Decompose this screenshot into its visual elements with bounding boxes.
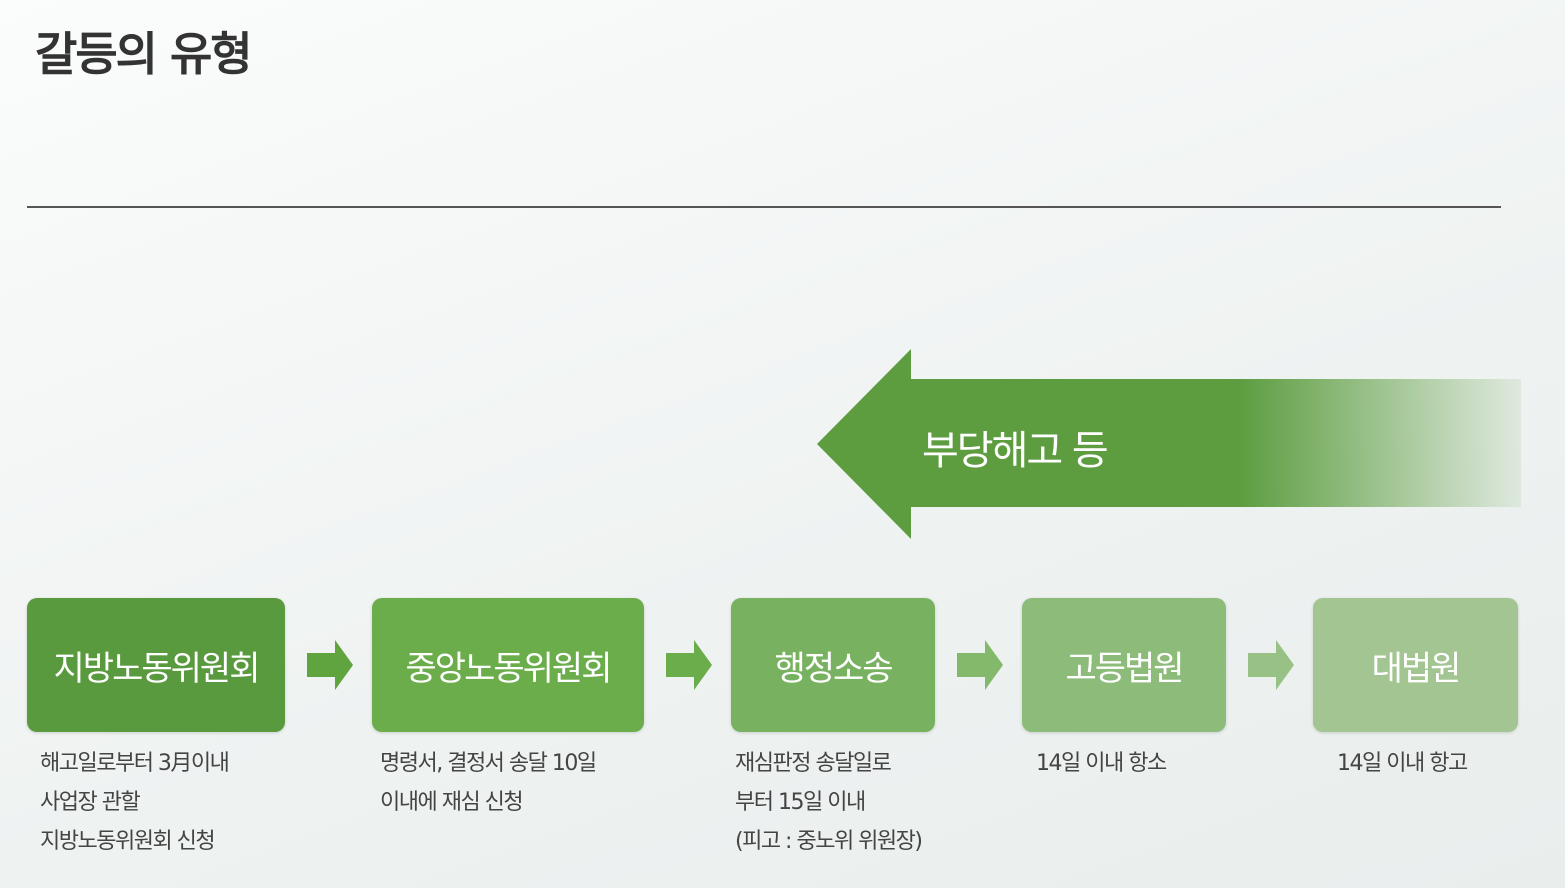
page-title: 갈등의 유형 (35, 27, 253, 81)
desc-line: 이내에 재심 신청 (380, 790, 524, 815)
desc-line: 재심판정 송달일로 (735, 751, 892, 776)
step-administrative-litigation: 행정소송 (731, 598, 935, 732)
step-high-court: 고등법원 (1022, 598, 1226, 732)
desc-line: 사업장 관할 (40, 790, 141, 815)
right-arrow-icon (957, 640, 1003, 690)
step-supreme-court: 대법원 (1313, 598, 1518, 732)
right-arrow-icon (666, 640, 712, 690)
desc-line: 해고일로부터 3月이내 (40, 751, 230, 776)
desc-line: 명령서, 결정서 송달 10일 (380, 751, 597, 776)
desc-line: (피고 : 중노위 위원장) (735, 829, 923, 854)
desc-line: 부터 15일 이내 (735, 790, 866, 815)
step-description: 14일 이내 항소 (1036, 744, 1167, 783)
step-central-labor-commission: 중앙노동위원회 (372, 598, 644, 732)
step-local-labor-commission: 지방노동위원회 (27, 598, 285, 732)
divider (27, 206, 1501, 208)
desc-line: 지방노동위원회 신청 (40, 829, 216, 854)
step-description: 해고일로부터 3月이내 사업장 관할 지방노동위원회 신청 (40, 744, 230, 861)
step-description: 명령서, 결정서 송달 10일 이내에 재심 신청 (380, 744, 597, 822)
banner-label: 부당해고 등 (922, 428, 1109, 474)
step-description: 재심판정 송달일로 부터 15일 이내 (피고 : 중노위 위원장) (735, 744, 923, 861)
step-description: 14일 이내 항고 (1337, 744, 1468, 783)
desc-line: 14일 이내 항소 (1036, 751, 1167, 776)
left-arrow-banner (817, 349, 1521, 539)
desc-line: 14일 이내 항고 (1337, 751, 1468, 776)
right-arrow-icon (307, 640, 353, 690)
right-arrow-icon (1248, 640, 1294, 690)
